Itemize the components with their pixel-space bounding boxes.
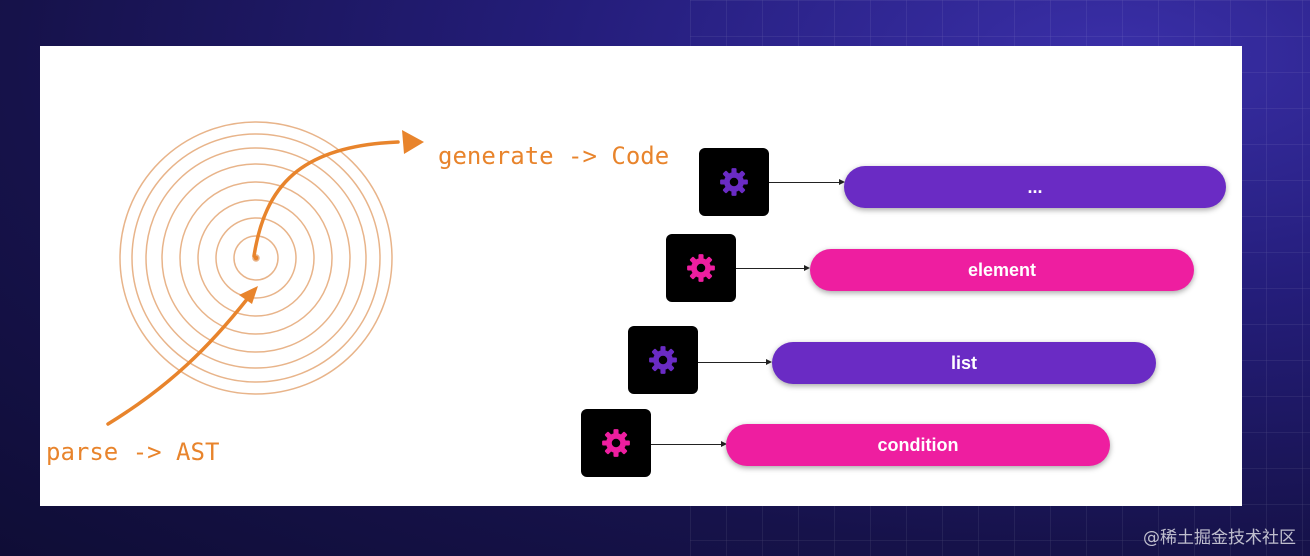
target-ring [119,121,393,395]
target-ring [145,147,367,369]
parse-label: parse -> AST [46,438,220,466]
node-pill-element: element [810,249,1194,291]
slide-canvas: generate -> Code parse -> AST ... elemen… [40,46,1242,506]
gear-box [628,326,698,394]
gear-box [581,409,651,477]
connector-arrow [651,441,727,447]
target-ring [161,163,351,353]
target-ring [179,181,333,335]
gear-icon [602,429,630,457]
gear-icon [687,254,715,282]
gear-icon [720,168,748,196]
target-ring [215,217,297,299]
gear-box [666,234,736,302]
target-ring [233,235,279,281]
target-ring [131,133,381,383]
connector-arrow [769,179,845,185]
generate-label: generate -> Code [438,142,670,170]
generate-arrow [252,140,400,258]
gear-icon [649,346,677,374]
watermark: @稀土掘金技术社区 [1143,528,1296,548]
parse-arrow [106,296,250,426]
node-pill-list: list [772,342,1156,384]
parse-arrow-head [239,286,258,304]
target-ring [197,199,315,317]
connector-arrow [698,359,772,365]
node-pill-condition: condition [726,424,1110,466]
connector-arrow [736,265,810,271]
generate-arrow-head [402,130,424,154]
target-rings-illustration [106,121,424,426]
node-pill-ellipsis: ... [844,166,1226,208]
gear-box [699,148,769,216]
